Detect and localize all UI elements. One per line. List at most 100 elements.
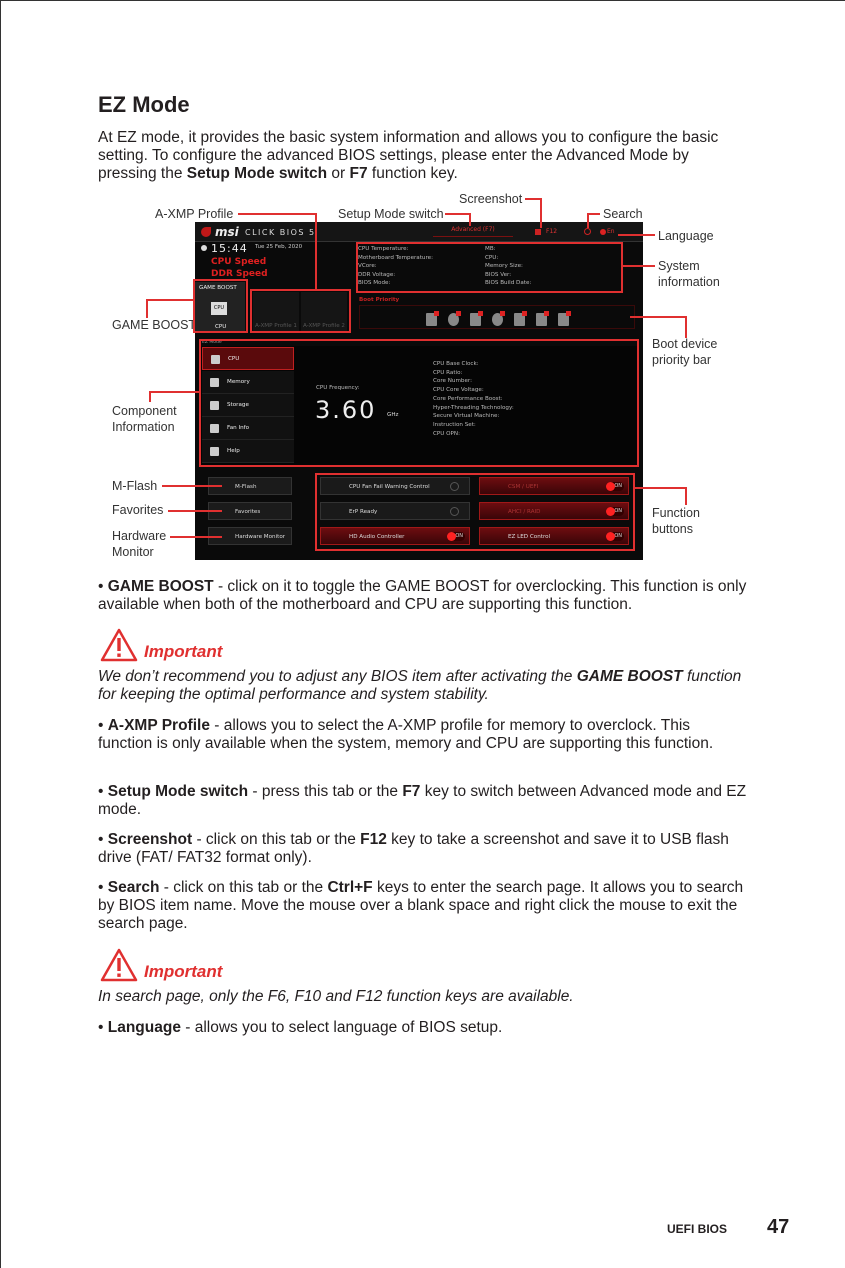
toggle-on[interactable]: ON xyxy=(447,532,465,541)
menu-label: Storage xyxy=(227,402,249,408)
function-label: HD Audio Controller xyxy=(349,534,405,540)
msi-logo: msi xyxy=(215,225,239,239)
game-boost-cpu-label: CPU xyxy=(215,324,227,330)
hardware-monitor-label: Hardware Monitor xyxy=(235,534,286,540)
highlight-game-boost xyxy=(193,279,248,333)
ahci-raid-button[interactable]: AHCI / RAID ON xyxy=(479,502,629,520)
callout-favorites: Favorites xyxy=(112,503,164,517)
erp-ready-button[interactable]: ErP Ready xyxy=(320,502,470,520)
language-button[interactable]: En xyxy=(607,228,615,235)
setup-mode-switch[interactable]: Advanced (F7) xyxy=(433,226,513,237)
footer-section: UEFI BIOS xyxy=(667,1222,728,1236)
menu-storage[interactable]: Storage xyxy=(202,394,294,417)
bullet-language: • Language - allows you to select langua… xyxy=(98,1019,503,1036)
function-label: CSM / UEFI xyxy=(508,484,539,490)
line-screenshot xyxy=(525,198,542,228)
help-icon xyxy=(210,447,219,456)
cpu-frequency-label: CPU Frequency: xyxy=(316,385,360,391)
line-search xyxy=(587,213,600,228)
menu-label: CPU xyxy=(228,356,240,362)
bullet-setup-mode: • Setup Mode switch - press this tab or … xyxy=(98,783,747,818)
page-edge xyxy=(0,0,1,1268)
warning-icon xyxy=(100,628,138,662)
cpu-icon xyxy=(211,355,220,364)
important-note-game-boost: We don’t recommend you to adjust any BIO… xyxy=(98,668,742,703)
highlight-system-info xyxy=(356,242,623,293)
bullet-game-boost: • GAME BOOST - click on it to toggle the… xyxy=(98,578,747,613)
menu-memory[interactable]: Memory xyxy=(202,371,294,394)
toggle-on[interactable]: ON xyxy=(606,507,624,516)
search-icon[interactable] xyxy=(584,228,591,235)
game-boost-button[interactable]: GAME BOOST CPU CPU xyxy=(195,282,245,332)
cpu-fan-fail-warning-button[interactable]: CPU Fan Fail Warning Control xyxy=(320,477,470,495)
highlight-axmp xyxy=(250,289,351,333)
important-note-search: In search page, only the F6, F10 and F12… xyxy=(98,988,574,1005)
important-heading: Important xyxy=(144,962,223,981)
menu-help[interactable]: Help xyxy=(202,440,294,463)
line-boot xyxy=(630,316,687,338)
clock-icon xyxy=(201,245,207,251)
menu-cpu[interactable]: CPU xyxy=(202,347,294,370)
storage-icon xyxy=(210,401,219,410)
clock-time: 15:44 xyxy=(211,242,248,255)
toggle-off[interactable] xyxy=(450,507,459,516)
favorites-label: Favorites xyxy=(235,509,261,515)
line-gameboost xyxy=(146,299,194,318)
cpu-info-list: CPU Base Clock:CPU Ratio:Core Number:CPU… xyxy=(433,361,514,437)
msi-dragon-logo xyxy=(201,227,211,237)
sysinfo-right: MB:CPU:Memory Size:BIOS Ver:BIOS Build D… xyxy=(485,246,532,286)
hd-audio-controller-button[interactable]: HD Audio Controller ON xyxy=(320,527,470,545)
screenshot-key[interactable]: F12 xyxy=(546,228,558,235)
toggle-off[interactable] xyxy=(450,482,459,491)
axmp-profile-1-button[interactable]: A-XMP Profile 1 xyxy=(253,292,299,332)
toggle-on[interactable]: ON xyxy=(606,482,624,491)
callout-search: Search xyxy=(603,207,643,221)
callout-language: Language xyxy=(658,229,714,243)
screenshot-icon[interactable] xyxy=(535,229,541,235)
bios-screenshot: msi CLICK BIOS 5 Advanced (F7) F12 En 15… xyxy=(195,222,643,560)
function-label: AHCI / RAID xyxy=(508,509,541,515)
memory-icon xyxy=(210,378,219,387)
toggle-on[interactable]: ON xyxy=(606,532,624,541)
callout-lines xyxy=(146,198,687,538)
callout-axmp: A-XMP Profile xyxy=(155,207,234,221)
bullet-axmp: • A-XMP Profile - allows you to select t… xyxy=(98,717,714,752)
product-name: CLICK BIOS 5 xyxy=(245,228,316,237)
line-setup xyxy=(445,213,471,226)
cpu-chip-icon: CPU xyxy=(211,302,227,315)
callout-mflash: M-Flash xyxy=(112,479,158,493)
function-label: ErP Ready xyxy=(349,509,378,515)
intro-paragraph: At EZ mode, it provides the basic system… xyxy=(98,129,719,182)
axmp-profile-2-button[interactable]: A-XMP Profile 2 xyxy=(301,292,347,332)
csm-uefi-button[interactable]: CSM / UEFI ON xyxy=(479,477,629,495)
function-label: CPU Fan Fail Warning Control xyxy=(349,484,430,490)
page-edge xyxy=(0,0,845,1)
cpu-frequency-value: 3.60 xyxy=(315,396,377,424)
boot-priority-bar[interactable] xyxy=(359,305,635,329)
globe-icon[interactable] xyxy=(600,229,606,235)
page-title: EZ Mode xyxy=(98,92,190,117)
cpu-frequency-unit: GHz xyxy=(387,412,399,418)
bullet-screenshot: • Screenshot - click on this tab or the … xyxy=(98,831,729,866)
menu-fan-info[interactable]: Fan Info xyxy=(202,417,294,440)
callout-game-boost: GAME BOOST xyxy=(112,318,197,332)
menu-label: Fan Info xyxy=(227,425,250,431)
sysinfo-left: CPU Temperature:Motherboard Temperature:… xyxy=(358,246,433,286)
highlight-function-buttons xyxy=(315,473,635,551)
favorites-button[interactable]: Favorites xyxy=(208,502,292,520)
callout-setup-mode: Setup Mode switch xyxy=(338,207,444,221)
line-axmp xyxy=(238,213,317,290)
cpu-speed: CPU Speed xyxy=(211,257,267,267)
important-heading: Important xyxy=(144,642,223,661)
boot-priority-label: Boot Priority xyxy=(359,297,400,303)
line-component xyxy=(149,391,200,402)
mflash-label: M-Flash xyxy=(235,484,257,490)
menu-label: Memory xyxy=(227,379,250,385)
ddr-speed: DDR Speed xyxy=(211,269,268,279)
axmp1-label: A-XMP Profile 1 xyxy=(255,323,297,329)
